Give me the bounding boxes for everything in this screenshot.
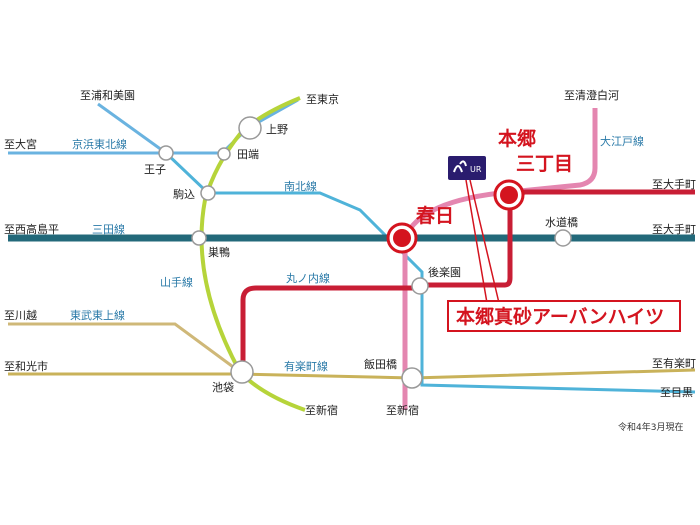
line-label-keihin-tohoku: 京浜東北線	[72, 137, 127, 151]
station-label-sugamo: 巣鴨	[208, 245, 230, 259]
property-name: 本郷真砂アーバンハイツ	[456, 305, 664, 328]
dest-omiya: 至大宮	[4, 137, 37, 151]
line-label-yamanote: 山手線	[160, 275, 193, 289]
dest-tokyo: 至東京	[306, 92, 339, 106]
line-label-yurakucho: 有楽町線	[284, 359, 328, 373]
keihin-tohoku-branch	[97, 102, 167, 155]
dest-kawagoe: 至川越	[4, 308, 37, 322]
station-label-oji: 王子	[144, 163, 166, 176]
ur-logo-text: UR	[470, 165, 482, 174]
dest-urawa-misono: 至浦和美園	[80, 89, 135, 102]
line-label-mita: 三田線	[92, 222, 125, 236]
dest-shinjuku-1: 至新宿	[305, 403, 338, 417]
dest-wakoshi: 至和光市	[4, 359, 48, 373]
station-marker-sugamo	[191, 230, 207, 246]
property-pointer-left	[465, 179, 488, 304]
station-marker-suidobashi	[554, 229, 572, 247]
station-marker-komagome	[200, 185, 216, 201]
station-label-komagome: 駒込	[173, 188, 195, 201]
station-marker-ueno	[238, 116, 262, 140]
station-marker-tabata	[217, 147, 231, 161]
station-marker-ikebukuro	[230, 360, 254, 384]
line-label-tobu-tojo: 東武東上線	[70, 308, 125, 322]
station-label-kasuga: 春日	[416, 204, 454, 227]
station-label-suidobashi: 水道橋	[545, 215, 578, 229]
dest-kiyosumi-shirakawa: 至清澄白河	[564, 88, 619, 102]
tobu-tojo-line	[8, 322, 241, 374]
station-marker-korakuen	[411, 277, 429, 295]
station-label-sanchome: 三丁目	[516, 153, 573, 175]
station-label-hongo: 本郷	[498, 127, 536, 150]
station-label-ueno: 上野	[266, 123, 288, 136]
station-label-korakuen: 後楽園	[428, 265, 461, 279]
property-pointer-right	[469, 179, 500, 304]
dest-nishitakashimadaira: 至西高島平	[4, 222, 59, 236]
yurakucho-line	[8, 368, 696, 380]
ur-logo: UR	[448, 156, 486, 180]
station-marker-kasuga-inner	[393, 229, 411, 247]
date-note: 令和4年3月現在	[618, 421, 683, 433]
line-label-oedo: 大江戸線	[600, 134, 644, 148]
station-marker-hongo-sanchome-inner	[500, 186, 518, 204]
station-label-ikebukuro: 池袋	[212, 380, 234, 394]
station-label-iidabashi: 飯田橋	[364, 357, 397, 371]
dest-otemachi-1: 至大手町	[652, 177, 696, 191]
line-label-namboku: 南北線	[284, 179, 317, 193]
station-marker-iidabashi	[401, 367, 423, 389]
dest-meguro: 至目黒	[660, 386, 693, 399]
line-label-marunouchi: 丸ノ内線	[286, 271, 330, 285]
dest-yurakucho: 至有楽町	[652, 356, 696, 370]
dest-shinjuku-2: 至新宿	[386, 403, 419, 417]
station-marker-oji	[158, 145, 174, 161]
station-label-tabata: 田端	[237, 148, 259, 161]
property-box	[447, 300, 681, 332]
dest-otemachi-2: 至大手町	[652, 222, 696, 236]
